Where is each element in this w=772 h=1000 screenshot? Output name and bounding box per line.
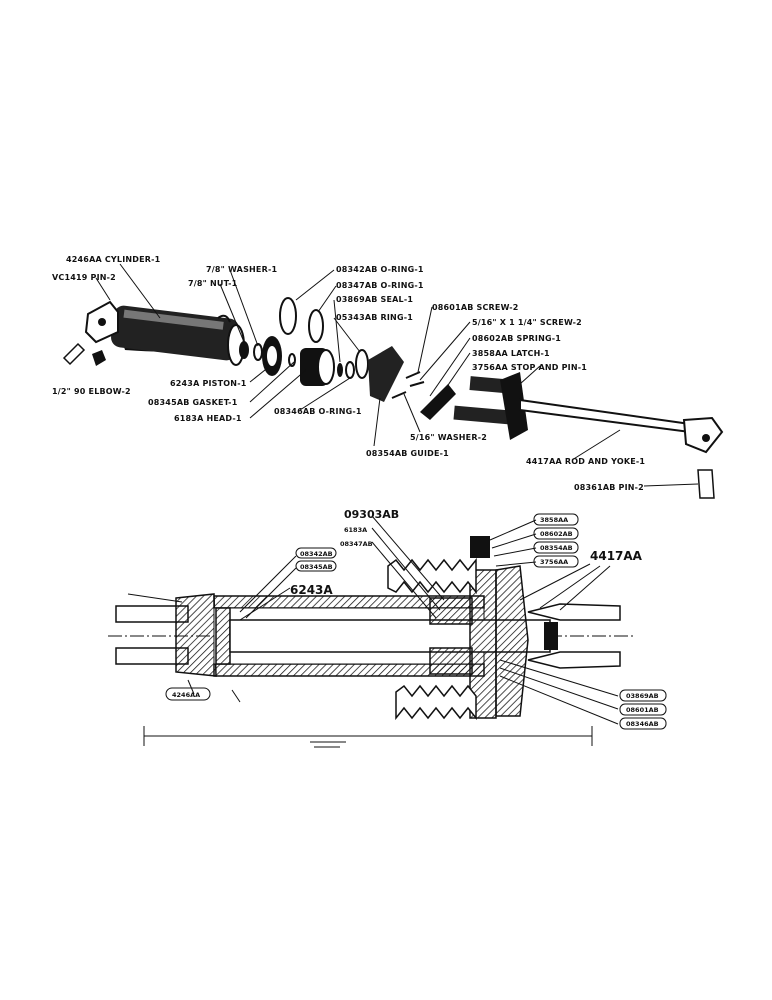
label-nut-78: 7/8" NUT-1 bbox=[188, 279, 238, 288]
label-4417aa-section: 4417AA bbox=[590, 549, 643, 563]
right-yoke bbox=[527, 603, 621, 669]
label-elbow: 1/2" 90 ELBOW-2 bbox=[52, 387, 131, 396]
section-springs bbox=[387, 557, 477, 721]
label-piston: 6243A PISTON-1 bbox=[170, 379, 247, 388]
tag-08602ab: 08602AB bbox=[540, 530, 573, 538]
latch-part bbox=[420, 384, 456, 420]
label-oring-08342: 08342AB O-RING-1 bbox=[336, 265, 424, 274]
label-stop-pin: 3756AA STOP AND PIN-1 bbox=[472, 363, 587, 372]
section-latch bbox=[470, 536, 490, 558]
label-pin-08361: 08361AB PIN-2 bbox=[574, 483, 644, 492]
label-4246aa-section: 4246AA bbox=[172, 691, 200, 699]
oring-08342-part bbox=[279, 297, 297, 335]
snap-ring-part bbox=[217, 314, 231, 323]
tag-3858aa: 3858AA bbox=[540, 516, 568, 524]
label-ring-05343: 05343AB RING-1 bbox=[336, 313, 413, 322]
label-rod-yoke: 4417AA ROD AND YOKE-1 bbox=[526, 457, 645, 466]
oring-08347-part bbox=[308, 309, 324, 343]
label-guide: 08354AB GUIDE-1 bbox=[366, 449, 449, 458]
oring-08346-part bbox=[345, 361, 355, 379]
label-08342ab: 08342AB bbox=[300, 550, 333, 558]
dimension-line bbox=[143, 726, 593, 748]
seal-part bbox=[337, 363, 343, 377]
label-08345ab: 08345AB bbox=[300, 563, 333, 571]
label-08347ab: 08347AB bbox=[340, 540, 373, 548]
label-screw-08601: 08601AB SCREW-2 bbox=[432, 303, 519, 312]
label-seal-03869: 03869AB SEAL-1 bbox=[336, 295, 413, 304]
tag-3756aa: 3756AA bbox=[540, 558, 568, 566]
label-gasket: 08345AB GASKET-1 bbox=[148, 398, 238, 407]
label-pin-vc1419: VC1419 PIN-2 bbox=[52, 273, 116, 282]
tag-08601ab: 08601AB bbox=[626, 706, 659, 714]
label-head: 6183A HEAD-1 bbox=[174, 414, 242, 423]
elbow-part bbox=[92, 350, 106, 366]
section-guide bbox=[469, 565, 529, 719]
label-09303ab: 09303AB bbox=[344, 508, 399, 521]
label-cylinder: 4246AA CYLINDER-1 bbox=[66, 255, 161, 264]
guide-part bbox=[368, 346, 404, 402]
label-spring: 08602AB SPRING-1 bbox=[472, 334, 561, 343]
section-leader-lines bbox=[127, 515, 619, 725]
section-view: 09303AB 6183A 08347AB 08342AB 08345AB 62… bbox=[108, 508, 667, 748]
label-screw-516: 5/16" X 1 1/4" SCREW-2 bbox=[472, 318, 582, 327]
ring-05343-part bbox=[355, 349, 369, 379]
washer-part bbox=[253, 343, 263, 361]
label-6243a-section: 6243A bbox=[290, 583, 333, 597]
label-latch: 3858AA LATCH-1 bbox=[472, 349, 550, 358]
label-oring-08347: 08347AB O-RING-1 bbox=[336, 281, 424, 290]
stop-part bbox=[500, 372, 528, 440]
tag-08346ab: 08346AB bbox=[626, 720, 659, 728]
tag-03869ab: 03869AB bbox=[626, 692, 659, 700]
gasket-part bbox=[288, 353, 296, 367]
rod-yoke-part bbox=[519, 398, 724, 454]
label-6183a: 6183A bbox=[344, 526, 367, 534]
pin-vc1419-part bbox=[62, 342, 86, 366]
cylinder-part bbox=[84, 300, 245, 366]
nut-part bbox=[239, 341, 249, 359]
left-clevis bbox=[115, 593, 217, 677]
tag-08354ab: 08354AB bbox=[540, 544, 573, 552]
leader-lines bbox=[95, 263, 699, 487]
label-washer-516: 5/16" WASHER-2 bbox=[410, 433, 487, 442]
section-piston bbox=[215, 607, 231, 665]
label-oring-08346: 08346AB O-RING-1 bbox=[274, 407, 362, 416]
head-part bbox=[300, 348, 335, 386]
label-washer-78: 7/8" WASHER-1 bbox=[206, 265, 277, 274]
piston-part bbox=[262, 336, 282, 376]
exploded-view: 4246AA CYLINDER-1 VC1419 PIN-2 7/8" WASH… bbox=[52, 255, 724, 499]
pin-08361-part bbox=[697, 469, 715, 499]
